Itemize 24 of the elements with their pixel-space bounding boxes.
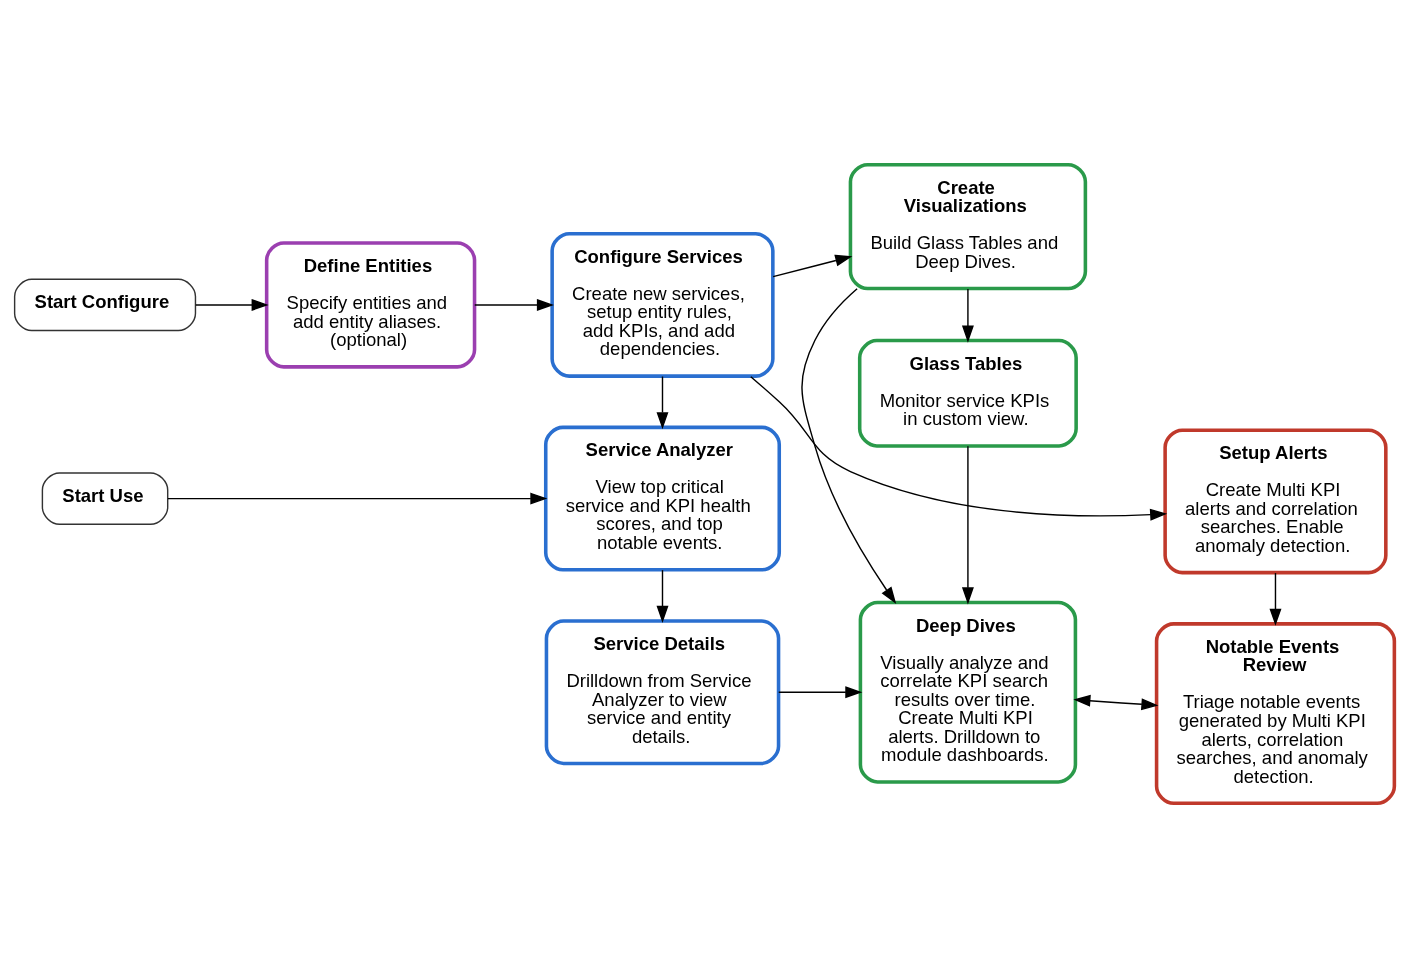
node-box: Start Use bbox=[41, 471, 169, 525]
arrow bbox=[1073, 694, 1159, 710]
arrow bbox=[961, 287, 974, 343]
arrow bbox=[772, 254, 853, 277]
node-box: Service Analyzer View top critical service and KPI health scores, and top notable events. bbox=[543, 425, 782, 572]
arrow bbox=[750, 375, 1168, 521]
arrow bbox=[167, 492, 548, 505]
node-box: Setup Alerts Create Multi KPI alerts and correlation searches. Enable anomaly detection. bbox=[1163, 427, 1388, 574]
node-box: Notable Events Review Triage notable events generated by Multi KPI alerts, correlation searches, and anomaly detection. bbox=[1154, 621, 1397, 805]
arrow bbox=[801, 287, 897, 604]
node-box: Deep Dives Visually analyze and correlate KPI search results over time. Create Multi KPI alerts. Drilldown to module dashboards. bbox=[858, 600, 1078, 784]
node-box: Configure Services Create new services, setup entity rules, add KPIs, and add dependencies. bbox=[550, 231, 775, 378]
arrow bbox=[656, 375, 669, 429]
node-box: Create Visualizations Build Glass Tables and Deep Dives. bbox=[848, 162, 1088, 290]
node-box: Define Entities Specify entities and add entity aliases. (optional) bbox=[264, 240, 477, 369]
node-box: Glass Tables Monitor service KPIs in custom view. bbox=[857, 338, 1078, 448]
arrow bbox=[778, 685, 863, 698]
arrow bbox=[195, 298, 269, 311]
node-box: Service Details Drilldown from Service Analyzer to view service and entity details. bbox=[544, 618, 781, 765]
arrow bbox=[656, 568, 669, 623]
arrow bbox=[961, 445, 974, 604]
arrow bbox=[474, 298, 554, 311]
node-box: Start Configure bbox=[13, 278, 197, 331]
arrow bbox=[1269, 571, 1282, 626]
